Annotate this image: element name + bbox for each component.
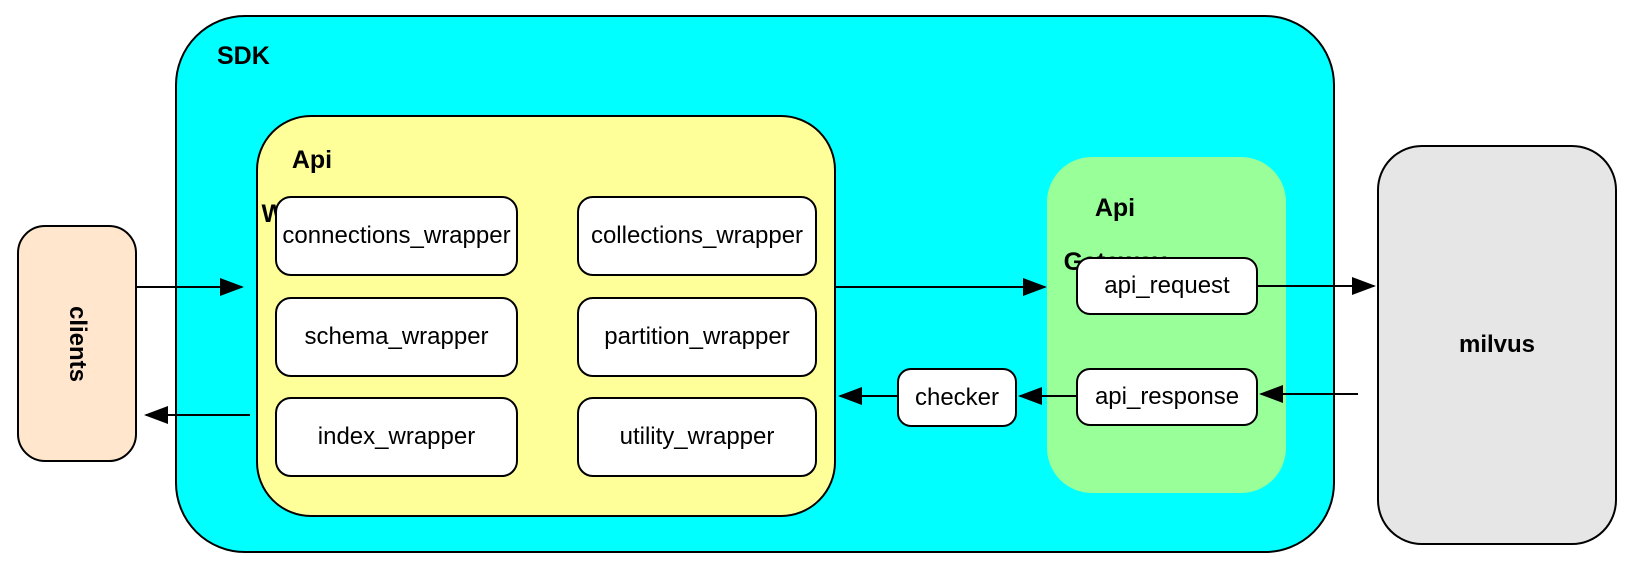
node-connections-wrapper: connections_wrapper: [275, 196, 518, 276]
api-wrapper-label-line1: Api: [291, 146, 333, 174]
clients-label: clients: [64, 305, 91, 382]
node-clients: clients: [17, 225, 137, 462]
node-collections-wrapper: collections_wrapper: [577, 196, 817, 276]
node-partition-wrapper: partition_wrapper: [577, 297, 817, 377]
sdk-label: SDK: [217, 42, 270, 70]
node-milvus: milvus: [1377, 145, 1617, 545]
utility-wrapper-label: utility_wrapper: [619, 423, 775, 450]
connections-wrapper-label: connections_wrapper: [282, 222, 511, 249]
container-api-gateway: [1047, 157, 1286, 493]
collections-wrapper-label: collections_wrapper: [590, 222, 804, 249]
node-index-wrapper: index_wrapper: [275, 397, 518, 477]
node-api-request: api_request: [1076, 257, 1258, 315]
partition-wrapper-label: partition_wrapper: [604, 323, 790, 350]
node-api-response: api_response: [1076, 368, 1258, 426]
index-wrapper-label: index_wrapper: [317, 423, 476, 450]
api-gateway-label-line1: Api: [1094, 194, 1136, 222]
api-response-label: api_response: [1094, 383, 1240, 410]
schema-wrapper-label: schema_wrapper: [304, 323, 489, 350]
node-schema-wrapper: schema_wrapper: [275, 297, 518, 377]
node-utility-wrapper: utility_wrapper: [577, 397, 817, 477]
checker-label: checker: [914, 383, 1000, 411]
milvus-label: milvus: [1458, 331, 1536, 358]
node-checker: checker: [897, 368, 1017, 427]
api-request-label: api_request: [1104, 272, 1230, 299]
